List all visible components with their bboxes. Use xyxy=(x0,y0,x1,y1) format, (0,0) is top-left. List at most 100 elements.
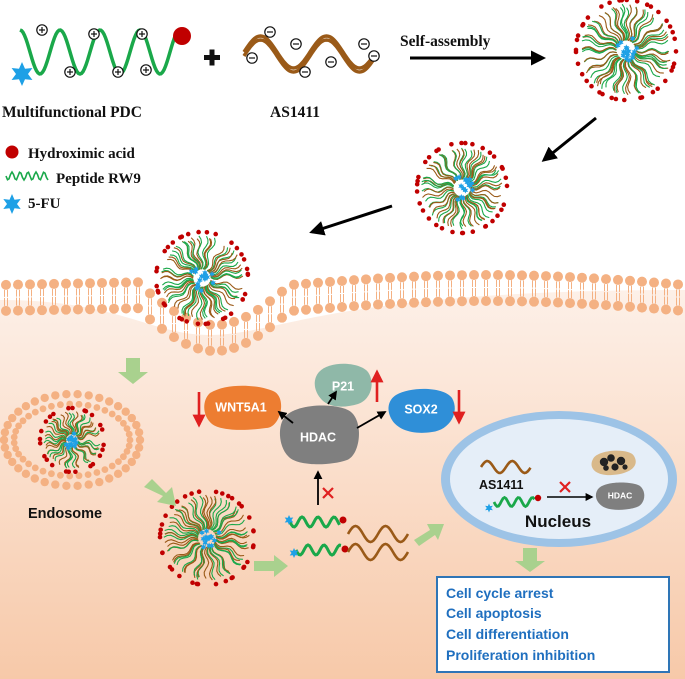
np-red-dot-icon xyxy=(177,573,182,579)
np-strand xyxy=(635,47,669,54)
np-red-dot-icon xyxy=(575,33,581,38)
lipid-head xyxy=(217,345,227,356)
np-strand xyxy=(436,194,457,219)
np-strand xyxy=(174,514,201,534)
endosome-lipid xyxy=(3,420,12,430)
np-strand xyxy=(205,285,221,314)
np-strand xyxy=(432,193,456,213)
np-star-icon xyxy=(634,44,640,52)
endosome-lipid xyxy=(120,453,127,461)
lipid-head xyxy=(673,279,683,290)
np-strand xyxy=(168,525,199,536)
np-red-dot-icon xyxy=(98,422,103,428)
lipid-head xyxy=(49,278,59,289)
lipid-head xyxy=(493,270,503,281)
np-red-dot-icon xyxy=(499,164,505,170)
np-red-dot-icon xyxy=(226,493,231,499)
np-red-dot-icon xyxy=(251,528,256,533)
lipid-head xyxy=(433,296,443,307)
np-red-dot-icon xyxy=(639,95,645,100)
np-red-dot-icon xyxy=(189,491,194,496)
np-red-dot-icon xyxy=(203,321,208,327)
pdc-peptide-wave xyxy=(19,28,180,76)
np-red-dot-icon xyxy=(244,266,250,272)
np-red-dot-icon xyxy=(220,316,226,322)
np-strand xyxy=(582,48,617,54)
np-strand xyxy=(426,167,455,185)
np-strand xyxy=(45,440,67,449)
np-strand xyxy=(196,546,206,578)
np-strand xyxy=(197,235,204,270)
released-aptamer-1 xyxy=(346,524,410,544)
np-strand xyxy=(173,247,197,272)
lipid-head xyxy=(169,306,179,317)
endosome-lipid xyxy=(40,477,49,487)
np-star-icon xyxy=(66,436,72,443)
lipid-head xyxy=(673,305,683,316)
endosome-lipid xyxy=(84,471,92,478)
np-strand xyxy=(627,59,641,94)
np-red-dot-icon xyxy=(157,531,163,536)
endosome-lipid xyxy=(126,436,134,444)
lipid-head xyxy=(529,296,539,307)
np-strand xyxy=(207,284,229,311)
np-strand xyxy=(469,190,499,204)
np-star-icon xyxy=(210,279,216,287)
np-strand xyxy=(73,414,83,435)
flow-arrow-1 xyxy=(541,116,597,162)
np-red-dot-icon xyxy=(37,436,43,442)
np-red-dot-icon xyxy=(157,534,163,540)
lipid-head xyxy=(445,296,455,307)
endosome-lipid xyxy=(30,474,39,483)
np-red-dot-icon xyxy=(613,96,619,102)
endosome-lipid xyxy=(57,471,64,479)
np-red-dot-icon xyxy=(450,229,455,235)
np-strand xyxy=(47,442,67,455)
nucleus: AS1411 HDAC Nucleus xyxy=(441,411,677,547)
np-red-dot-icon xyxy=(655,86,660,91)
endosome-lipid xyxy=(120,419,127,427)
endosome-lipid xyxy=(115,458,122,465)
np-red-dot-icon xyxy=(39,428,44,434)
endosome-lipid xyxy=(75,472,83,480)
lipid-head xyxy=(445,270,455,281)
np-strand xyxy=(597,57,621,87)
np-strand xyxy=(167,258,195,275)
np-strand xyxy=(196,286,203,321)
np-strand xyxy=(632,55,661,78)
outcome-1: Cell cycle arrest xyxy=(446,585,554,601)
np-strand xyxy=(211,502,231,531)
np-strand xyxy=(582,46,617,52)
endosome-lipid xyxy=(14,407,23,416)
endosome-lipid xyxy=(84,391,93,400)
pdc-molecule xyxy=(11,24,191,86)
wnt5a1-label: WNT5A1 xyxy=(215,400,266,414)
np-red-dot-icon xyxy=(47,414,53,420)
np-strand xyxy=(206,245,225,272)
lipid-head xyxy=(577,272,587,283)
endosome-lipid xyxy=(113,469,123,478)
lipid-head xyxy=(85,278,95,289)
np-red-dot-icon xyxy=(575,61,581,67)
np-red-dot-icon xyxy=(83,408,89,414)
endosome-lipid xyxy=(51,391,60,400)
np-strand xyxy=(629,9,644,42)
np-strand xyxy=(76,442,97,456)
np-red-dot-icon xyxy=(229,495,235,501)
endosome-lipid xyxy=(39,467,47,475)
lipid-head xyxy=(13,279,23,290)
np-strand xyxy=(184,285,199,315)
np-strand xyxy=(162,267,194,277)
lipid-head xyxy=(457,296,467,307)
np-strand xyxy=(209,546,224,577)
np-strand xyxy=(601,57,622,89)
np-star-icon xyxy=(629,54,636,61)
aptamer-molecule xyxy=(242,26,380,78)
endosome-lipid xyxy=(132,450,141,460)
np-star-icon xyxy=(71,430,77,437)
np-strand xyxy=(54,444,69,462)
endosome-lipid xyxy=(84,480,93,489)
np-star-icon xyxy=(631,48,638,56)
np-star-icon xyxy=(458,182,464,190)
np-strand xyxy=(467,194,490,219)
